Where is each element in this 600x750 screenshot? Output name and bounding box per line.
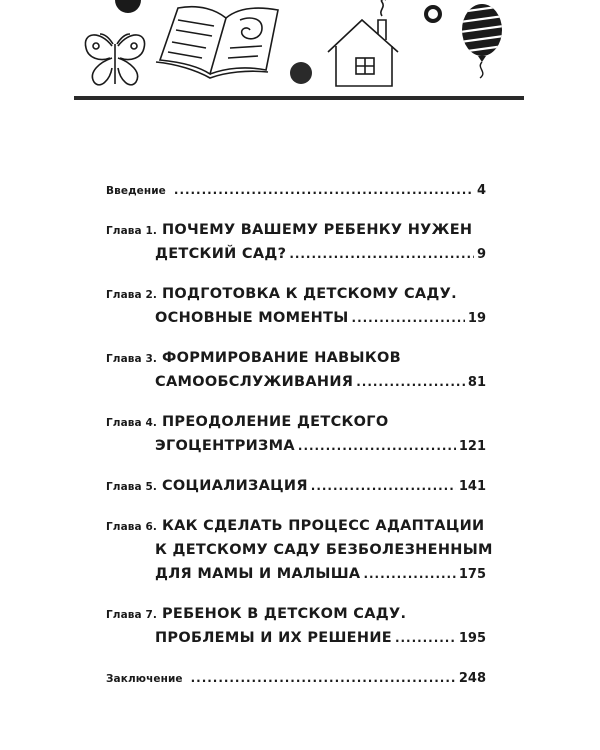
toc-title-line: ОСНОВНЫЕ МОМЕНТЫ [155,310,349,326]
toc-label: Глава 3. [106,353,157,365]
toc-page-number: 19 [467,311,486,326]
toc-line: Глава 4. ПРЕОДОЛЕНИЕ ДЕТСКОГО [106,410,486,434]
toc-page-number: 175 [458,567,486,582]
toc-entry-chapter-7[interactable]: Глава 7. РЕБЕНОК В ДЕТСКОМ САДУ. ПРОБЛЕМ… [106,602,486,650]
toc-title-line: ФОРМИРОВАНИЕ НАВЫКОВ [161,350,401,366]
toc-title-line: САМООБСЛУЖИВАНИЯ [155,374,354,390]
toc-label: Глава 2. [106,289,157,301]
toc-entry-intro[interactable]: Введение 4 [106,178,486,202]
house-icon [327,0,399,87]
toc-page-number: 121 [458,439,486,454]
toc-page-number: 195 [458,631,486,646]
toc-page-number: 81 [467,375,486,390]
toc-leader-dots [191,666,456,690]
toc-leader-dots [174,178,474,202]
toc-line: Введение 4 [106,178,486,202]
toc-title-line: ПРОБЛЕМЫ И ИХ РЕШЕНИЕ [155,630,392,646]
toc-entry-chapter-5[interactable]: Глава 5. СОЦИАЛИЗАЦИЯ 141 [106,474,486,498]
open-book-icon [155,5,279,79]
toc-entry-chapter-1[interactable]: Глава 1. ПОЧЕМУ ВАШЕМУ РЕБЕНКУ НУЖЕН ДЕТ… [106,218,486,266]
toc-label: Глава 1. [106,225,157,237]
toc-label: Глава 5. [106,481,157,493]
toc-entry-chapter-2[interactable]: Глава 2. ПОДГОТОВКА К ДЕТСКОМУ САДУ. ОСН… [106,282,486,330]
toc-entry-conclusion[interactable]: Заключение 248 [106,666,486,690]
toc-leader-dots [363,562,455,586]
toc-leader-dots [352,306,465,330]
toc-line: Глава 7. РЕБЕНОК В ДЕТСКОМ САДУ. [106,602,486,626]
toc-leader-dots [311,474,456,498]
toc-label: Глава 4. [106,417,157,429]
toc-line: К ДЕТСКОМУ САДУ БЕЗБОЛЕЗНЕННЫМ [106,538,492,562]
toc-entry-chapter-3[interactable]: Глава 3. ФОРМИРОВАНИЕ НАВЫКОВ САМООБСЛУЖ… [106,346,486,394]
toc-label: Введение [106,185,166,197]
toc-line: Глава 1. ПОЧЕМУ ВАШЕМУ РЕБЕНКУ НУЖЕН [106,218,486,242]
header-illustrations [84,0,502,87]
butterfly-icon [84,33,146,86]
toc-leader-dots [289,242,474,266]
toc-line: ОСНОВНЫЕ МОМЕНТЫ 19 [106,306,486,330]
toc-page-number: 9 [476,247,486,262]
toc-label: Глава 7. [106,609,157,621]
toc-leader-dots [395,626,456,650]
toc-title-line: ДЛЯ МАМЫ И МАЛЫША [155,566,361,582]
toc-title-line: КАК СДЕЛАТЬ ПРОЦЕСС АДАПТАЦИИ [161,518,485,534]
balloon-icon [462,4,502,79]
toc-title-line: ДЕТСКИЙ САД? [155,246,287,262]
toc-line: ДЕТСКИЙ САД? 9 [106,242,486,266]
toc-line: Глава 2. ПОДГОТОВКА К ДЕТСКОМУ САДУ. [106,282,486,306]
toc-line: Глава 5. СОЦИАЛИЗАЦИЯ 141 [106,474,486,498]
toc-line: Глава 3. ФОРМИРОВАНИЕ НАВЫКОВ [106,346,486,370]
table-of-contents: Введение 4 Глава 1. ПОЧЕМУ ВАШЕМУ РЕБЕНК… [106,178,492,706]
toc-line: Глава 6. КАК СДЕЛАТЬ ПРОЦЕСС АДАПТАЦИИ [106,514,486,538]
toc-entry-chapter-4[interactable]: Глава 4. ПРЕОДОЛЕНИЕ ДЕТСКОГО ЭГОЦЕНТРИЗ… [106,410,486,458]
toc-page-number: 248 [458,671,486,686]
header-divider [74,96,524,100]
toc-label: Заключение [106,673,183,685]
toc-title-line: ПОДГОТОВКА К ДЕТСКОМУ САДУ. [161,286,457,302]
ball-icon [290,62,312,84]
ball-icon [115,0,141,13]
toc-title-line: ПОЧЕМУ ВАШЕМУ РЕБЕНКУ НУЖЕН [161,222,473,238]
toc-leader-dots [356,370,465,394]
toc-leader-dots [298,434,456,458]
toc-line: ДЛЯ МАМЫ И МАЛЫША 175 [106,562,486,586]
toc-entry-chapter-6[interactable]: Глава 6. КАК СДЕЛАТЬ ПРОЦЕСС АДАПТАЦИИ К… [106,514,492,586]
toc-label: Глава 6. [106,521,157,533]
toc-title-line: К ДЕТСКОМУ САДУ БЕЗБОЛЕЗНЕННЫМ [155,542,493,558]
toc-title-line: СОЦИАЛИЗАЦИЯ [161,478,308,494]
toc-page-number: 4 [476,183,486,198]
ring-icon [424,5,442,23]
toc-title-line: ПРЕОДОЛЕНИЕ ДЕТСКОГО [161,414,389,430]
toc-page-number: 141 [458,479,486,494]
toc-title-line: РЕБЕНОК В ДЕТСКОМ САДУ. [161,606,407,622]
toc-line: САМООБСЛУЖИВАНИЯ 81 [106,370,486,394]
toc-line: ЭГОЦЕНТРИЗМА 121 [106,434,486,458]
toc-line: ПРОБЛЕМЫ И ИХ РЕШЕНИЕ 195 [106,626,486,650]
toc-line: Заключение 248 [106,666,486,690]
toc-title-line: ЭГОЦЕНТРИЗМА [155,438,295,454]
